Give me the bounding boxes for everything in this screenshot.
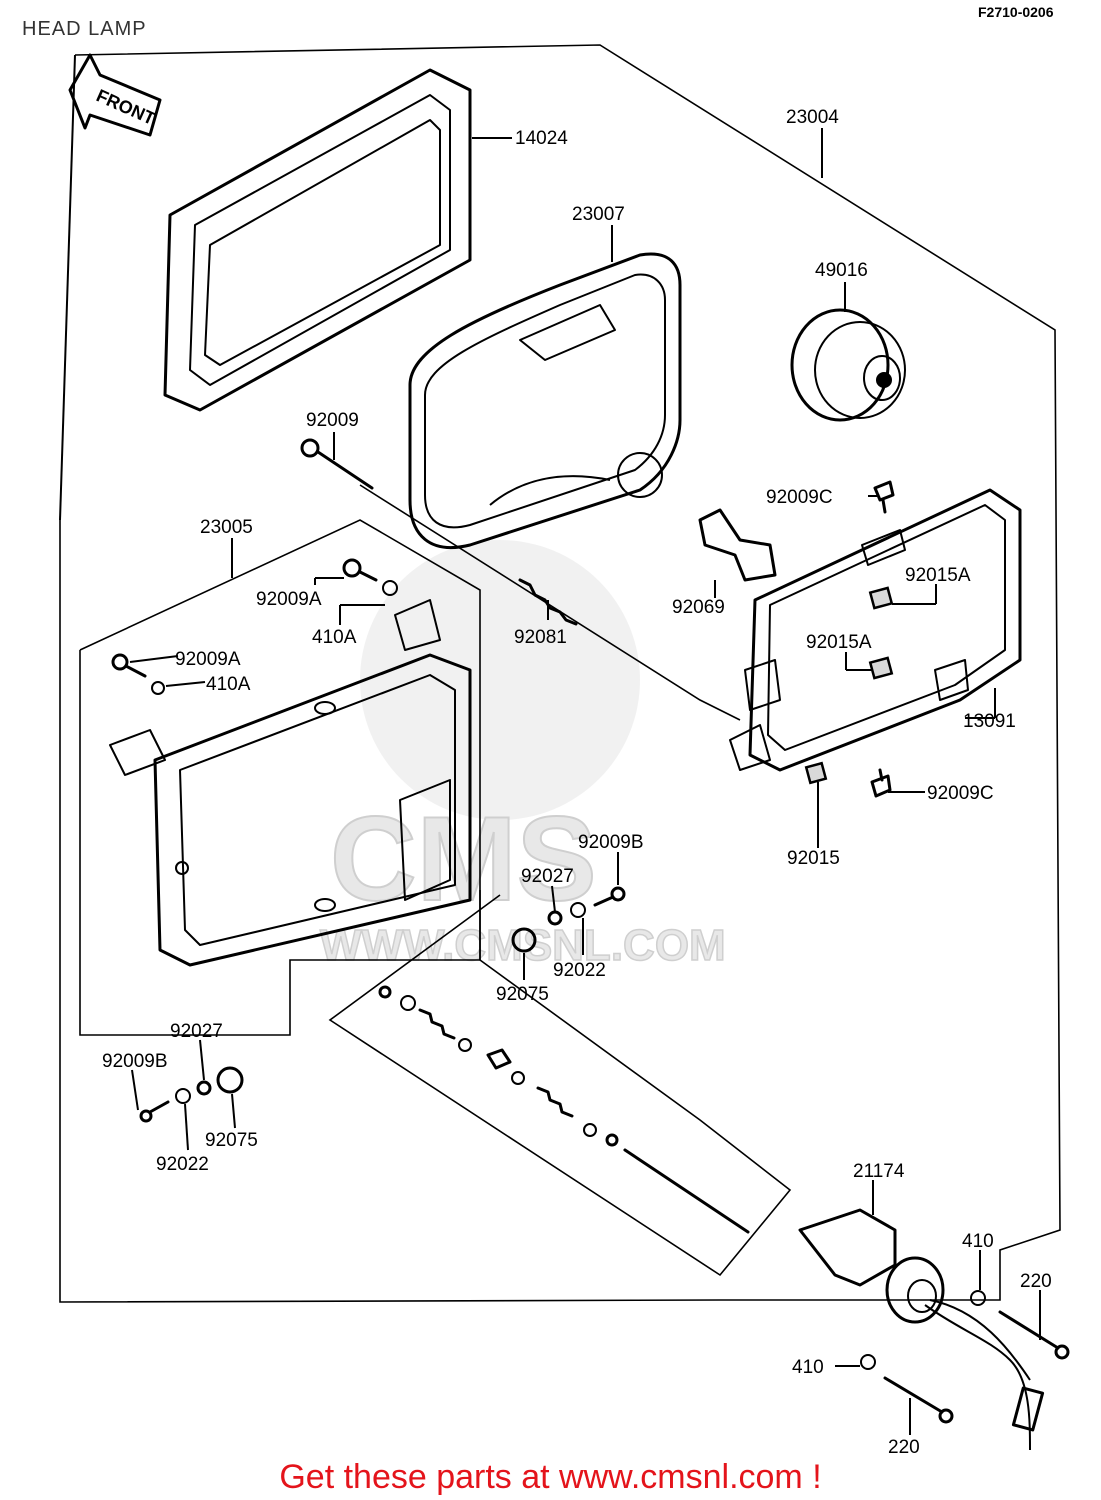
collar-92027-lower: [196, 1080, 212, 1096]
leader-lines: [129, 128, 1041, 1435]
callout-92022-upper: 92022: [553, 960, 606, 981]
callout-92022-lower: 92022: [156, 1154, 209, 1175]
callout-220-lower: 220: [888, 1437, 920, 1458]
callout-21174: 21174: [853, 1161, 905, 1182]
callout-92015A-upper: 92015A: [905, 565, 971, 586]
headlight-switch-21174: [798, 1208, 1045, 1451]
washer-410-upper: [970, 1290, 986, 1306]
screw-92009C-top: [873, 480, 895, 514]
screw-220-lower: [883, 1376, 954, 1424]
get-parts-link[interactable]: Get these parts at www.cmsnl.com !: [279, 1458, 822, 1496]
assembly-23005-outline: [79, 519, 481, 1036]
washer-92022-lower: [175, 1088, 191, 1104]
callout-92009C-top: 92009C: [766, 487, 833, 508]
bolt-92009A-lower: [111, 653, 147, 678]
front-arrow: FRONT: [68, 53, 162, 137]
callout-92009: 92009: [306, 410, 359, 431]
diagram-title: HEAD LAMP: [22, 18, 147, 40]
callout-49016: 49016: [815, 260, 868, 281]
adjuster-92075-upper: [511, 927, 537, 953]
screw-92009C-bottom: [870, 768, 892, 798]
bracket-23005: [109, 599, 472, 967]
callout-92027-lower: 92027: [170, 1021, 223, 1042]
screw-92009B-upper: [593, 886, 626, 907]
bolt-92009: [300, 438, 374, 490]
callout-220-upper: 220: [1020, 1271, 1052, 1292]
adjuster-92075-lower: [216, 1066, 244, 1094]
callout-410A-lower: 410A: [206, 674, 251, 695]
callout-23007: 23007: [572, 204, 625, 225]
callout-92075-lower: 92075: [205, 1130, 258, 1151]
washer-410A-lower: [151, 681, 165, 695]
callout-410A-upper: 410A: [312, 627, 357, 648]
washer-92022-upper: [570, 902, 586, 918]
callout-92081: 92081: [514, 627, 567, 648]
callout-92009B-lower: 92009B: [102, 1051, 168, 1072]
nut-92015A-upper: [868, 586, 894, 610]
callout-410-upper: 410: [962, 1231, 994, 1252]
front-arrow-label: FRONT: [93, 85, 158, 128]
callout-92027-upper: 92027: [521, 866, 574, 887]
figure-code: F2710-0206: [978, 4, 1054, 20]
bulb-92069: [698, 508, 777, 582]
callout-92009B-upper: 92009B: [578, 832, 644, 853]
adjuster-shaft-assembly: [378, 985, 750, 1234]
callout-92009C-bottom: 92009C: [927, 783, 994, 804]
callout-410-lower: 410: [792, 1357, 824, 1378]
assembly-23004-outline: [59, 44, 1061, 1303]
callout-23005: 23005: [200, 517, 253, 538]
headlamp-rim-14024: [163, 68, 472, 412]
callout-labels: 14024 23004 23007 49016 92009 23005 9200…: [102, 107, 1052, 1458]
callout-92075-upper: 92075: [496, 984, 549, 1005]
washer-410-lower: [860, 1354, 876, 1370]
bolt-92009A-upper: [342, 558, 378, 582]
callout-92009A-lower: 92009A: [175, 649, 241, 670]
callout-14024: 14024: [515, 128, 568, 149]
callout-23004: 23004: [786, 107, 839, 128]
screw-92009B-lower: [139, 1100, 170, 1123]
callout-92015A-lower: 92015A: [806, 632, 872, 653]
washer-410A-upper: [382, 580, 398, 596]
housing-frame-13091: [729, 488, 1022, 772]
nut-92015: [804, 761, 828, 785]
headlamp-unit-23007: [408, 252, 682, 550]
watermark: CMS WWW.CMSNL.COM: [319, 540, 726, 971]
bulb-cover-49016: [790, 308, 906, 422]
callout-92015: 92015: [787, 848, 840, 869]
screw-220-upper: [998, 1310, 1070, 1360]
nut-92015A-lower: [868, 656, 894, 680]
callout-92009A-upper: 92009A: [256, 589, 322, 610]
callout-13091: 13091: [963, 711, 1016, 732]
watermark-url: WWW.CMSNL.COM: [320, 921, 726, 970]
callout-92069: 92069: [672, 597, 725, 618]
